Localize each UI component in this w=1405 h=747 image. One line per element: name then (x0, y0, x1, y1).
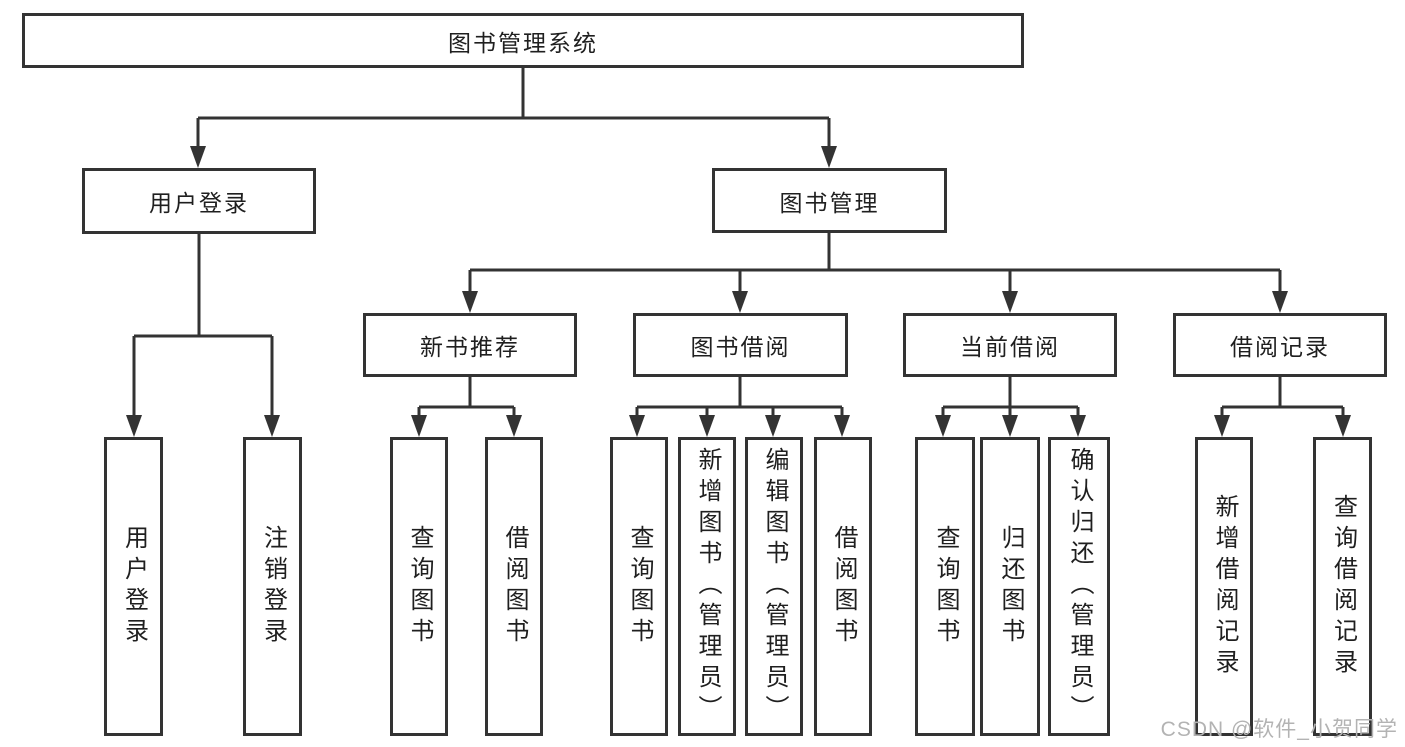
leaf-confirm-return-admin-label: 确认归还（管理员） (1066, 447, 1093, 726)
leaf-borrow-books-recommend-label: 借阅图书 (501, 524, 528, 649)
leaf-logout: 注销登录 (243, 437, 302, 736)
leaf-query-borrow-record: 查询借阅记录 (1313, 437, 1372, 736)
leaf-query-books-borrow-label: 查询图书 (626, 524, 653, 649)
node-user-login: 用户登录 (82, 168, 316, 234)
node-root: 图书管理系统 (22, 13, 1024, 68)
node-user-login-label: 用户登录 (149, 190, 249, 216)
arrowheads (126, 146, 1351, 437)
leaf-add-books-admin: 新增图书（管理员） (678, 437, 736, 736)
leaf-query-books-current: 查询图书 (915, 437, 975, 736)
leaf-return-books: 归还图书 (980, 437, 1040, 736)
leaf-query-books-current-label: 查询图书 (932, 524, 959, 649)
leaf-query-books-recommend-label: 查询图书 (406, 524, 433, 649)
node-book-management-label: 图书管理 (779, 189, 880, 216)
leaf-borrow-books-label: 借阅图书 (830, 524, 857, 649)
leaf-query-books-borrow: 查询图书 (610, 437, 668, 736)
leaf-return-books-label: 归还图书 (997, 524, 1024, 649)
node-new-book-recommend-label: 新书推荐 (420, 334, 520, 360)
node-current-borrow: 当前借阅 (903, 313, 1117, 377)
node-book-borrow-label: 图书借阅 (690, 334, 791, 360)
leaf-edit-books-admin: 编辑图书（管理员） (745, 437, 803, 736)
leaf-borrow-books-recommend: 借阅图书 (485, 437, 543, 736)
node-current-borrow-label: 当前借阅 (960, 334, 1060, 360)
node-new-book-recommend: 新书推荐 (363, 313, 577, 377)
leaf-confirm-return-admin: 确认归还（管理员） (1048, 437, 1110, 736)
leaf-edit-books-admin-label: 编辑图书（管理员） (761, 447, 788, 726)
leaf-add-books-admin-label: 新增图书（管理员） (694, 447, 721, 726)
leaf-logout-label: 注销登录 (259, 524, 287, 649)
leaf-user-login: 用户登录 (104, 437, 163, 736)
leaf-add-borrow-record-label: 新增借阅记录 (1211, 493, 1238, 680)
leaf-query-books-recommend: 查询图书 (390, 437, 448, 736)
leaf-user-login-label: 用户登录 (120, 524, 148, 649)
node-book-borrow: 图书借阅 (633, 313, 848, 377)
node-borrow-records-label: 借阅记录 (1230, 334, 1330, 360)
node-root-label: 图书管理系统 (448, 29, 598, 56)
node-borrow-records: 借阅记录 (1173, 313, 1387, 377)
leaf-query-borrow-record-label: 查询借阅记录 (1329, 493, 1357, 680)
leaf-borrow-books: 借阅图书 (814, 437, 872, 736)
csdn-watermark: CSDN @软件_小贺同学 (1160, 718, 1398, 741)
node-book-management: 图书管理 (712, 168, 947, 233)
leaf-add-borrow-record: 新增借阅记录 (1195, 437, 1253, 736)
